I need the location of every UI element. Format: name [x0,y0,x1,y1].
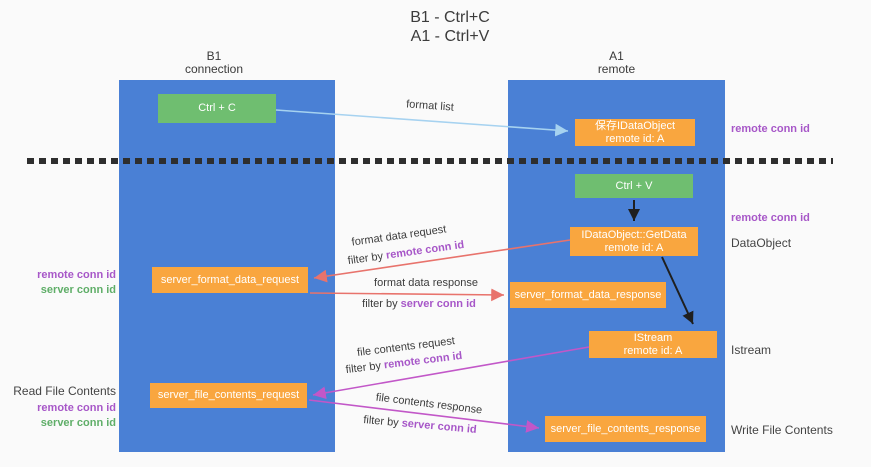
istream-line1: IStream [633,331,673,344]
lane-b1-name: B1 [206,49,222,63]
phase-separator-dashed-line [27,158,833,164]
getdata-line1: IDataObject::GetData [581,228,687,241]
getdata-line2: remote id: A [604,241,664,254]
left-label-remote-conn-id-1: remote conn id [37,269,116,281]
diagram-title: B1 - Ctrl+C A1 - Ctrl+V [285,8,615,46]
format-data-response-arrow [309,288,505,302]
right-label-dataobject: DataObject [731,236,792,250]
server-file-contents-response-node: server_file_contents_response [545,416,706,442]
file-request-label: server_file_contents_request [157,389,300,401]
title-line-1: B1 - Ctrl+C [410,9,490,26]
lane-header-b1: B1 connection [119,50,309,76]
filter-by-text: filter by [362,298,401,310]
save-dataobject-line2: remote id: A [605,132,665,145]
right-label-write-file-contents: Write File Contents [731,423,833,437]
right-label-istream: Istream [731,343,772,357]
save-dataobject-line1: 保存IDataObject [594,119,676,132]
server-conn-id-text: server conn id [400,298,476,310]
idataobject-getdata-node: IDataObject::GetData remote id: A [570,227,698,256]
lane-header-a1: A1 remote [508,50,725,76]
format-response-label: server_format_data_response [514,288,662,301]
filter-by-server-conn-id-label-2: filter by server conn id [363,414,477,436]
right-label-remote-conn-id-mid: remote conn id [731,212,810,224]
format-list-label: format list [405,98,455,114]
left-label-read-file-contents: Read File Contents [13,384,116,398]
ctrl-c-node: Ctrl + C [158,94,276,123]
file-contents-response-label: file contents response [375,391,483,417]
filter-by-text: filter by [362,414,403,430]
server-format-data-request-node: server_format_data_request [152,267,308,293]
ctrl-v-label: Ctrl + V [615,179,653,192]
filter-by-text: filter by [347,249,387,268]
istream-node: IStream remote id: A [589,331,717,358]
left-label-server-conn-id-1: server conn id [40,284,116,296]
format-data-response-label: format data response [374,277,478,289]
ctrl-c-label: Ctrl + C [198,102,236,114]
right-label-remote-conn-id-top: remote conn id [731,123,810,135]
file-response-label: server_file_contents_response [550,422,701,435]
left-label-remote-conn-id-2: remote conn id [37,402,116,414]
server-file-contents-request-node: server_file_contents_request [150,383,307,408]
lane-a1-subtitle: remote [597,62,636,76]
title-line-2: A1 - Ctrl+V [410,28,490,45]
save-dataobject-node: 保存IDataObject remote id: A [575,119,695,146]
lane-a1-name: A1 [609,49,624,63]
format-request-label: server_format_data_request [160,273,300,286]
ctrl-v-node: Ctrl + V [575,174,693,198]
server-conn-id-text: server conn id [401,417,478,436]
server-format-data-response-node: server_format_data_response [510,282,666,308]
left-label-server-conn-id-2: server conn id [40,417,116,429]
istream-line2: remote id: A [623,344,683,357]
filter-by-text: filter by [345,359,385,377]
filter-by-server-conn-id-label-1: filter by server conn id [362,298,476,310]
lane-b1-subtitle: connection [184,62,244,76]
